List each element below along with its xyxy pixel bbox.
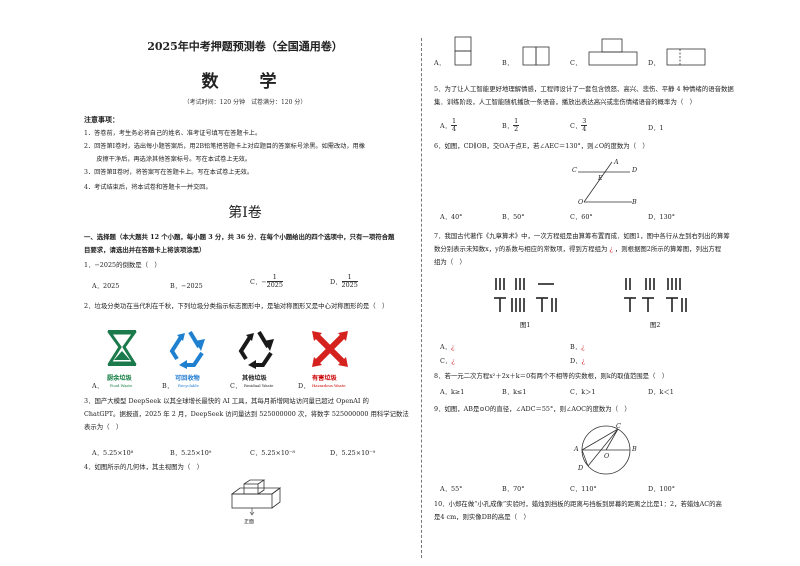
q9-option-c: C．110° <box>570 485 597 493</box>
q7-option-c: C．¿ <box>440 357 455 365</box>
question-10-stem: 10．小郑在做“小孔成像”实验时，蜡烛到挡板的距离与挡板到屏幕的距离之比是1：2… <box>434 500 722 521</box>
front-view-label: 正面 <box>244 519 255 525</box>
question-9-stem: 9．如图，AB是⊙O的直径，∠ADC＝55°，则∠AOC的度数为（ ） <box>434 405 631 413</box>
q9-label-c: C <box>616 422 621 430</box>
notice-item: 皮擦干净后，再选涂其他答案标号。写在本试卷上无效。 <box>84 156 252 163</box>
q7-option-d: D．¿ <box>570 357 585 365</box>
q4-option-b-figure <box>522 46 550 66</box>
question-5-stem: 5．为了让人工智能更好地理解情感，工程师设计了一套包含愤怒、高兴、悲伤、平静 4… <box>434 85 734 106</box>
q6-diagram <box>578 161 632 203</box>
q9-label-d: D <box>578 464 584 472</box>
q9-circle-diagram <box>581 425 631 475</box>
q2-option-b: B． <box>162 382 174 390</box>
volume-heading: 第Ⅰ卷 <box>228 205 262 221</box>
q9-option-a: A．55° <box>440 485 463 493</box>
section-instruction: 一、选择题（本大题共 12 个小题，每小题 3 分，共 36 分．在每个小题给出… <box>84 233 395 254</box>
q3-option-c: C．5.25×10⁻⁸ <box>250 449 295 457</box>
q9-label-a: A <box>574 445 579 453</box>
q9-option-b: B．70° <box>502 485 525 493</box>
column-divider <box>421 38 422 558</box>
notice-heading: 注意事项： <box>84 115 119 124</box>
counting-rods-figure-2 <box>624 278 687 312</box>
q3-option-a: A．5.25×10⁸ <box>92 449 134 457</box>
exam-info: （考试时间：120 分钟 试卷满分：120 分） <box>183 99 307 106</box>
question-7-stem: 7．我国古代著作《九章算术》中，一次方程组是由算筹布置而成．如图1，图中各行从左… <box>434 232 730 266</box>
residual-waste-en: Residual Waste <box>244 383 274 388</box>
hazardous-waste-label: 有害垃圾 <box>312 375 337 382</box>
q6-option-d: D．130° <box>648 213 675 221</box>
q4-option-d: D． <box>648 59 660 67</box>
q8-option-c: C．k＞1 <box>570 388 596 396</box>
q7-option-b: B．¿ <box>570 343 585 351</box>
q8-option-a: A．k≥1 <box>440 388 465 396</box>
q6-label-a: A <box>614 158 619 166</box>
food-waste-en: Food Waste <box>110 383 133 388</box>
q6-option-a: A．40° <box>440 213 463 221</box>
q8-option-d: D．k＜1 <box>648 388 674 396</box>
figure-1-caption: 图1 <box>520 321 531 329</box>
q9-label-b: B <box>632 445 637 453</box>
notice-item: 4．考试结束后，将本试卷和答题卡一并交回。 <box>84 184 212 191</box>
question-4-stem: 4．如图所示的几何体，其主视图为（ ） <box>84 463 204 471</box>
q4-option-a-figure <box>454 36 472 66</box>
q6-label-b: B <box>632 198 637 206</box>
q6-label-e: E <box>598 174 603 182</box>
q3-option-d: D．5.25×10⁻⁹ <box>330 449 376 457</box>
q2-option-c: C． <box>230 382 242 390</box>
q4-option-a: A． <box>434 59 446 67</box>
q1-option-a: A．2025 <box>92 282 120 290</box>
q4-option-c: C． <box>570 59 582 67</box>
figure-2-caption: 图2 <box>650 321 661 329</box>
exam-title: 2025年中考押题预测卷（全国通用卷） <box>147 40 343 53</box>
recyclable-icon <box>169 330 205 369</box>
question-1-stem: 1．−2025的倒数是（ ） <box>84 261 161 269</box>
q4-option-d-figure <box>666 48 706 66</box>
q5-option-d: D．1 <box>648 124 664 132</box>
notice-item: 3．回答第Ⅱ卷时，将答案写在答题卡上。写在本试卷上无效。 <box>84 169 254 176</box>
q3-option-b: B．5.25×10⁹ <box>170 449 212 457</box>
residual-waste-label: 其他垃圾 <box>242 375 267 382</box>
subject-title: 数 学 <box>201 72 289 92</box>
hazardous-waste-icon <box>312 331 348 367</box>
q2-option-a: A． <box>92 382 104 390</box>
question-2-stem: 2．垃圾分类功在当代利在千秋，下列垃圾分类指示标志图形中，是轴对称图形又是中心对… <box>84 302 389 310</box>
q9-option-d: D．100° <box>648 485 675 493</box>
q6-label-d: D <box>632 166 638 174</box>
food-waste-label: 厨余垃圾 <box>107 375 132 382</box>
q9-label-o: O <box>604 452 610 460</box>
q8-option-b: B．k≤1 <box>502 388 527 396</box>
q4-option-c-figure <box>588 38 638 66</box>
q6-option-b: B．50° <box>502 213 525 221</box>
hazardous-waste-en: Hazardous Waste <box>312 383 346 388</box>
question-3-stem: 3．国产大模型 DeepSeek 以其全球增长最快的 AI 工具，其每月新增网站… <box>84 397 409 431</box>
question-8-stem: 8．若一元二次方程x²＋2x＋k＝0有两个不相等的实数根，则k的取值范围是（ ） <box>434 372 669 380</box>
food-waste-icon <box>107 330 137 366</box>
recyclable-en: Recyclable <box>178 383 199 388</box>
recyclable-label: 可回收物 <box>175 375 200 382</box>
q4-option-b: B． <box>502 59 514 67</box>
solid-figure-diagram <box>230 479 282 516</box>
residual-waste-icon <box>238 330 274 369</box>
q6-option-c: C．60° <box>570 213 593 221</box>
q6-label-c: C <box>572 166 577 174</box>
counting-rods-figure-1 <box>494 278 557 312</box>
notice-item: 2．回答第Ⅰ卷时，选出每小题答案后，用2B铅笔把答题卡上对应题目的答案标号涂黑。… <box>84 143 365 150</box>
q7-option-a: A．¿ <box>440 343 455 351</box>
notice-item: 1．答卷前，考生务必将自己的姓名、准考证号填写在答题卡上。 <box>84 130 262 137</box>
q6-label-o: O <box>578 198 584 206</box>
q2-option-d: D． <box>298 382 310 390</box>
q1-option-b: B．−2025 <box>170 282 203 290</box>
question-6-stem: 6．如图，CD∥OB，交OA于点E，若∠AEC＝130°，则∠O的度数为（ ） <box>434 142 649 150</box>
